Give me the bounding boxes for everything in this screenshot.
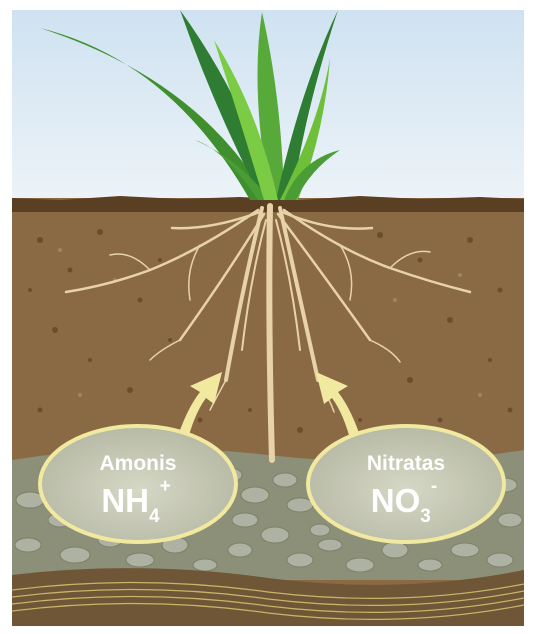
formula-symbol: NH <box>101 482 149 519</box>
formula-subscript: 3 <box>420 506 431 527</box>
ion-bubble-nitrate: Nitratas NO3- <box>308 426 504 542</box>
ion-bubble-ammonium: Amonis NH4+ <box>40 426 236 542</box>
formula-superscript: + <box>160 476 171 497</box>
formula-subscript: 4 <box>149 506 160 527</box>
formula-symbol: NO <box>371 482 421 519</box>
ion-name-ammonium: Amonis <box>99 452 176 475</box>
formula-superscript: - <box>431 476 437 497</box>
ion-name-nitrate: Nitratas <box>367 452 445 475</box>
